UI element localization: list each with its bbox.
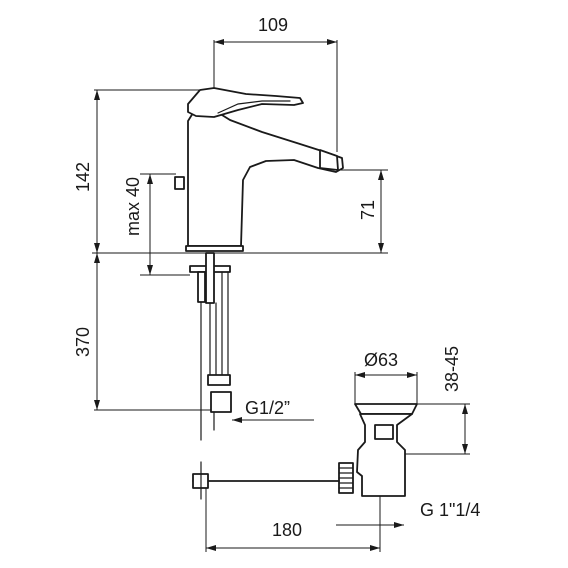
dimension-waste-adjust [405,403,470,455]
waste-flange [354,403,418,415]
dim-label-width-top: 109 [258,15,288,35]
waste-window [374,424,394,440]
leader-thread-waste [336,522,404,528]
aerator-nozzle [319,149,339,171]
dimension-spout-height [338,169,388,253]
dim-label-waste-adjust: 38-45 [442,346,462,392]
shank-assembly [189,252,232,441]
mixer-body [174,87,344,252]
popup-rod-sleeve [197,271,206,303]
mixer-spout-body [187,109,344,247]
waste-body [356,413,413,497]
hose-connector-top [207,374,231,386]
dim-label-height-total: 142 [73,162,93,192]
threaded-stud [205,252,215,304]
dimension-width-top [213,39,338,152]
base-ring [185,245,244,252]
popup-knob [174,176,185,190]
dim-label-waste-diameter: Ø63 [364,350,398,370]
dimension-height-total [94,89,200,253]
dim-label-shank-length: 370 [73,327,93,357]
dim-label-thread-waste: G 1"1/4 [420,500,480,520]
handle-detail-line [217,100,291,114]
waste-assembly [192,403,418,500]
hose-connector-bottom [210,391,232,413]
flexible-hose-left [209,302,217,376]
nut-thread-lines [338,467,354,489]
leader-thread-inlet [232,417,314,423]
dim-label-spout-height: 71 [358,200,378,220]
dimension-waste-diameter [354,372,418,404]
dim-label-thread-inlet: G1/2” [245,398,290,418]
dimension-rod-length [205,488,381,552]
dim-label-max-opening: max 40 [123,177,143,236]
flexible-hose-right [221,271,229,376]
dim-label-rod-length: 180 [272,520,302,540]
dimension-max-opening [140,173,190,276]
dimension-shank-length [94,253,211,411]
